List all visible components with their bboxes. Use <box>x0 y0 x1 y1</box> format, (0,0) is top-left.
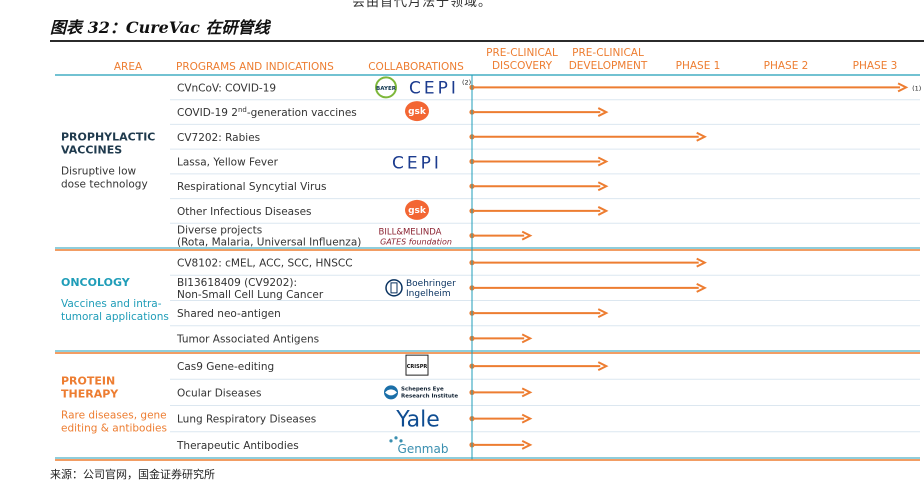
program-label: BI13618409 (CV9202): <box>177 277 297 289</box>
program-label: CV7202: Rabies <box>177 132 260 144</box>
header-collaborations: COLLABORATIONS <box>368 61 464 73</box>
header-stage-4: PHASE 3 <box>853 60 898 72</box>
cepi-logo-text: CEPI <box>392 154 442 174</box>
title-rule <box>50 40 924 42</box>
program-label: COVID-19 2nd-generation vaccines <box>177 106 357 119</box>
schepens-logo-line1: Schepens Eye <box>401 386 444 392</box>
genmab-logo-icon <box>389 439 393 443</box>
yale-logo-text: Yale <box>395 408 440 433</box>
header-programs: PROGRAMS AND INDICATIONS <box>176 61 334 73</box>
area-title-protein-1: THERAPY <box>61 388 119 401</box>
header-stage-1-line1: PRE-CLINICAL <box>572 47 644 59</box>
cepi-logo-text: CEPI <box>409 78 459 98</box>
progress-arrowhead <box>521 413 533 424</box>
program-label: CV8102: cMEL, ACC, SCC, HNSCC <box>177 258 353 270</box>
boehringer-logo-icon <box>385 279 403 297</box>
boehringer-logo-mark <box>390 282 398 294</box>
program-label: Cas9 Gene-editing <box>177 361 274 373</box>
bayer-logo-text: BAYER <box>376 86 397 92</box>
gsk-logo-icon <box>405 199 429 220</box>
progress-arrowhead <box>521 387 533 398</box>
genmab-logo-icon <box>399 439 403 443</box>
header-stage-3: PHASE 2 <box>764 60 809 72</box>
crispr-logo-text: CRISPR <box>407 364 428 370</box>
progress-arrowhead <box>521 439 533 450</box>
area-subtitle-prophylactic-1: dose technology <box>61 179 148 191</box>
progress-arrowhead <box>696 257 707 268</box>
progress-footnote: (1) <box>912 84 921 92</box>
progress-arrowhead <box>696 131 707 142</box>
bayer-logo-icon <box>375 76 397 99</box>
program-label: Shared neo-antigen <box>177 308 281 320</box>
progress-arrowhead <box>897 82 909 93</box>
progress-arrowhead <box>597 107 609 117</box>
area-subtitle-protein-0: Rare diseases, gene <box>61 410 167 422</box>
figure-title: 图表 32：CureVac 在研管线 <box>50 18 270 37</box>
gsk-logo-icon <box>405 101 429 122</box>
program-label: Diverse projects <box>177 225 262 237</box>
area-subtitle-oncology-0: Vaccines and intra- <box>61 298 162 310</box>
program-label: Lassa, Yellow Fever <box>177 157 279 169</box>
crispr-logo-box <box>405 354 429 376</box>
area-title-prophylactic-0: PROPHYLACTIC <box>61 131 155 144</box>
gsk-logo-text: gsk <box>408 107 427 117</box>
boehringer-logo-line2: Ingelheim <box>406 289 451 299</box>
program-label: Ocular Diseases <box>177 387 261 399</box>
area-title-protein-0: PROTEIN <box>61 375 115 388</box>
area-subtitle-prophylactic-0: Disruptive low <box>61 166 136 178</box>
header-stage-0-line1: PRE-CLINICAL <box>486 47 558 59</box>
progress-arrowhead <box>597 156 609 167</box>
progress-arrowhead <box>597 206 609 216</box>
genmab-logo-icon <box>394 436 398 440</box>
progress-arrowhead <box>597 181 609 192</box>
progress-arrowhead <box>696 282 707 293</box>
area-title-prophylactic-1: VACCINES <box>61 144 122 157</box>
progress-arrowhead <box>597 361 609 372</box>
area-subtitle-protein-1: editing & antibodies <box>61 423 167 435</box>
top-text-fragment: 会由首代月法于领域。 <box>352 0 493 10</box>
header-stage-2: PHASE 1 <box>676 60 721 72</box>
program-label: Other Infectious Diseases <box>177 206 312 218</box>
progress-arrowhead <box>521 230 533 241</box>
program-label: Therapeutic Antibodies <box>176 440 299 452</box>
header-area: AREA <box>114 61 143 73</box>
area-subtitle-oncology-1: tumoral applications <box>61 311 169 323</box>
source-note: 来源：公司官网，国金证券研究所 <box>50 468 215 481</box>
genmab-logo-text: Genmab <box>398 442 449 456</box>
header-stage-0-line2: DISCOVERY <box>492 60 553 72</box>
schepens-logo-line2: Research Institute <box>401 393 458 399</box>
program-label: Tumor Associated Antigens <box>176 333 319 345</box>
program-label: CVnCoV: COVID-19 <box>177 82 276 94</box>
program-label: Respirational Syncytial Virus <box>177 181 326 193</box>
schepens-eye-icon <box>385 389 397 396</box>
boehringer-logo-line1: Boehringer <box>406 279 456 289</box>
gates-logo-line1: BILL&MELINDA <box>379 228 442 238</box>
area-title-oncology-0: ONCOLOGY <box>61 276 131 289</box>
progress-arrowhead <box>597 308 609 319</box>
program-label-line2: (Rota, Malaria, Universal Influenza) <box>177 237 361 249</box>
program-label-line2: Non-Small Cell Lung Cancer <box>177 289 324 301</box>
gsk-logo-text: gsk <box>408 206 427 216</box>
cepi-footnote: (2) <box>462 78 471 86</box>
gates-logo-line2: GATES foundation <box>380 238 452 247</box>
header-stage-1-line2: DEVELOPMENT <box>569 60 648 72</box>
program-label: Lung Respiratory Diseases <box>177 414 316 426</box>
progress-arrowhead <box>521 333 533 344</box>
